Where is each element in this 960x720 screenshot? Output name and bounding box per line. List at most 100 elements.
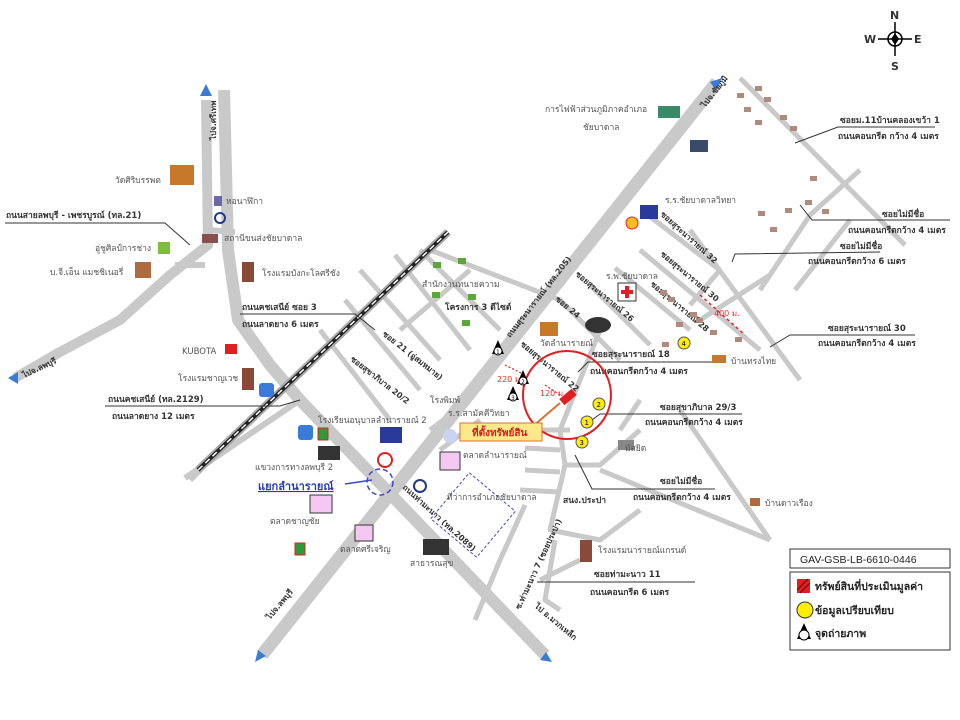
distance-line xyxy=(504,364,561,396)
callout-unnamed-c: ซอยไม่มีชื่อ ถนนคอนกรีตกว้าง 4 เมตร xyxy=(574,454,731,503)
minor-road xyxy=(547,329,773,543)
direction-srithep: ไปจ.ศรีเทพ xyxy=(208,101,218,141)
photo-point-1: 1 xyxy=(496,349,500,356)
bank-icon xyxy=(259,383,274,397)
house-icon xyxy=(712,355,726,363)
svg-text:ถนนคชเสนีย์ (ทล.2129): ถนนคชเสนีย์ (ทล.2129) xyxy=(108,394,204,405)
svg-text:ซอยท่ามะนาว 11: ซอยท่ามะนาว 11 xyxy=(594,569,661,580)
legend-code: GAV-GSB-LB-6610-0446 xyxy=(800,554,917,566)
minor-road xyxy=(318,247,561,422)
place-kindergarten: โรงเรียนอนุบาลลำนารายณ์ 2 xyxy=(318,415,427,426)
building-icon xyxy=(135,262,151,278)
compass-e: E xyxy=(914,33,922,46)
seven-eleven-icon xyxy=(317,427,329,441)
place-gn-machinery: บ.จี.เอ็น แมชชิเนอรี่ xyxy=(50,266,124,278)
tree-icon xyxy=(433,262,441,268)
property-radius-circle xyxy=(522,350,612,440)
road-thamanao xyxy=(218,89,550,660)
market-icon xyxy=(439,451,461,471)
place-market-sricharoen: ตลาดศรีเจริญ xyxy=(340,544,391,555)
callout-sukhaphiban-29-3: ซอยสุขาภิบาล 29/3 ถนนคอนกรีตกว้าง 4 เมตร xyxy=(591,402,743,428)
place-health: สาธารณสุข xyxy=(410,559,454,569)
place-mosque: มัสยิด xyxy=(625,444,646,454)
legend-comparable-label: ข้อมูลเปรียบเทียบ xyxy=(815,604,894,618)
callout-unnamed-a: ซอยไม่มีชื่อ ถนนคอนกรีตกว้าง 4 เมตร xyxy=(799,204,950,236)
warehouse-icon xyxy=(658,106,680,118)
place-hotel-narai: โรงแรมนารายณ์แกรนด์ xyxy=(598,545,686,556)
house-icon xyxy=(750,498,760,506)
svg-text:ซอยม.11บ้านคลองเขว้า 1: ซอยม.11บ้านคลองเขว้า 1 xyxy=(840,115,940,126)
bank-icon xyxy=(298,425,313,440)
minor-road xyxy=(688,76,907,323)
clock-tower-icon xyxy=(214,196,222,206)
comparable-markers: 1 2 3 4 xyxy=(575,336,691,449)
road-label-surana-24: ซอย 24 xyxy=(554,295,582,321)
distance-400: 400 ม. xyxy=(714,309,740,318)
svg-text:ซอยสุขาภิบาล 29/3: ซอยสุขาภิบาล 29/3 xyxy=(660,402,736,413)
legend-comparable-icon xyxy=(796,601,814,619)
hotel-icon xyxy=(242,368,254,390)
place-clock-tower: หอนาฬิกา xyxy=(226,197,263,207)
garage-icon xyxy=(158,242,170,254)
minor-road xyxy=(472,427,570,621)
district-office-area xyxy=(430,472,516,558)
place-bus-station: สถานีขนส่งชัยบาดาล xyxy=(224,233,302,244)
mosque-icon xyxy=(618,440,634,450)
hotel-icon xyxy=(580,540,592,562)
place-waterworks: สนง.ประปา xyxy=(563,496,606,506)
place-pea-line1: การไฟฟ้าส่วนภูมิภาคอำเภอ xyxy=(545,104,647,115)
callout-unnamed-b: ซอยไม่มีชื่อ ถนนคอนกรีตกว้าง 6 เมตร xyxy=(731,239,906,267)
bank-icon xyxy=(214,212,226,224)
comparable-3: 3 xyxy=(580,439,584,447)
road-suranarai xyxy=(256,77,723,660)
legend-property-icon xyxy=(797,579,810,593)
svg-text:ถนนคอนกรีตกว้าง 6 เมตร: ถนนคอนกรีตกว้าง 6 เมตร xyxy=(808,256,906,267)
office-icon xyxy=(318,446,340,460)
market-icon xyxy=(354,524,374,542)
callout-khotchasenee-3: ถนนคชเสนีย์ ซอย 3 ถนนลาดยาง 6 เมตร xyxy=(240,302,376,331)
property-area: 220 ม. 120 ม. 400 ม. ที่ตั้งทรัพย์สิน xyxy=(459,294,746,442)
svg-text:ถนนคอนกรีต 6 เมตร: ถนนคอนกรีต 6 เมตร xyxy=(590,587,669,598)
place-wat-siriban: วัดศิริบรรพต xyxy=(115,176,161,186)
compass-rose: N E S W xyxy=(864,9,922,73)
compass-n: N xyxy=(890,9,899,22)
photo-point-2: 2 xyxy=(521,379,525,386)
property-marker-icon xyxy=(559,388,577,406)
arrow-north-icon xyxy=(200,84,212,96)
place-school-chaibadan: ร.ร.ชัยบาดาลวิทยา xyxy=(665,196,736,206)
property-label-box xyxy=(459,422,543,442)
minor-road xyxy=(538,539,582,613)
svg-text:ถนนลาดยาง 6 เมตร: ถนนลาดยาง 6 เมตร xyxy=(242,320,319,330)
shell-station-icon xyxy=(625,216,639,230)
place-district-office: ที่ว่าการอำเภอชัยบาดาล xyxy=(447,491,537,503)
svg-text:ถนนคอนกรีตกว้าง 4 เมตร: ถนนคอนกรีตกว้าง 4 เมตร xyxy=(633,492,731,503)
svg-text:ซอยไม่มีชื่อ: ซอยไม่มีชื่อ xyxy=(882,207,924,220)
comparable-1: 1 xyxy=(585,419,589,427)
legend: GAV-GSB-LB-6610-0446 ทรัพย์สินที่ประเมิน… xyxy=(789,548,951,651)
places: วัดศิริบรรพต หอนาฬิกา สถานีขนส่งชัยบาดาล… xyxy=(50,86,829,569)
temple-seal-icon xyxy=(443,429,457,443)
svg-text:ถนนคอนกรีตกว้าง 4 เมตร: ถนนคอนกรีตกว้าง 4 เมตร xyxy=(645,417,743,428)
railway xyxy=(195,229,451,473)
place-kubota: KUBOTA xyxy=(182,347,216,357)
place-printing: โรงพิมพ์ xyxy=(430,395,460,406)
place-hospital: ร.พ.ชัยบาดาล xyxy=(606,272,658,282)
house-cluster-icons xyxy=(660,86,829,347)
callout-surana-18: ซอยสุระนารายณ์ 18 ถนนคอนกรีตกว้าง 4 เมตร xyxy=(577,349,712,377)
svg-text:ซอยสุระนารายณ์ 30: ซอยสุระนารายณ์ 30 xyxy=(828,323,906,334)
place-market-lamnarai: ตลาดลำนารายณ์ xyxy=(463,450,527,461)
compass-s: S xyxy=(891,60,899,73)
place-hotel-chanvet: โรงแรมชาญเวช xyxy=(178,373,238,384)
tree-icon xyxy=(462,320,470,326)
bus-icon xyxy=(202,234,218,243)
place-ban-daoruang: บ้านดาวเรือง xyxy=(765,498,813,509)
comparable-4: 4 xyxy=(682,340,687,348)
legend-code-box xyxy=(789,548,951,569)
arrow-southwest-icon xyxy=(255,650,266,662)
temple-icon xyxy=(540,322,558,336)
place-highway-office: แขวงการทางลพบุรี 2 xyxy=(255,462,333,473)
hotel-icon xyxy=(242,262,254,282)
svg-text:ถนนคชเสนีย์ ซอย 3: ถนนคชเสนีย์ ซอย 3 xyxy=(242,302,317,313)
place-pea-line2: ชัยบาดาล xyxy=(583,123,619,133)
